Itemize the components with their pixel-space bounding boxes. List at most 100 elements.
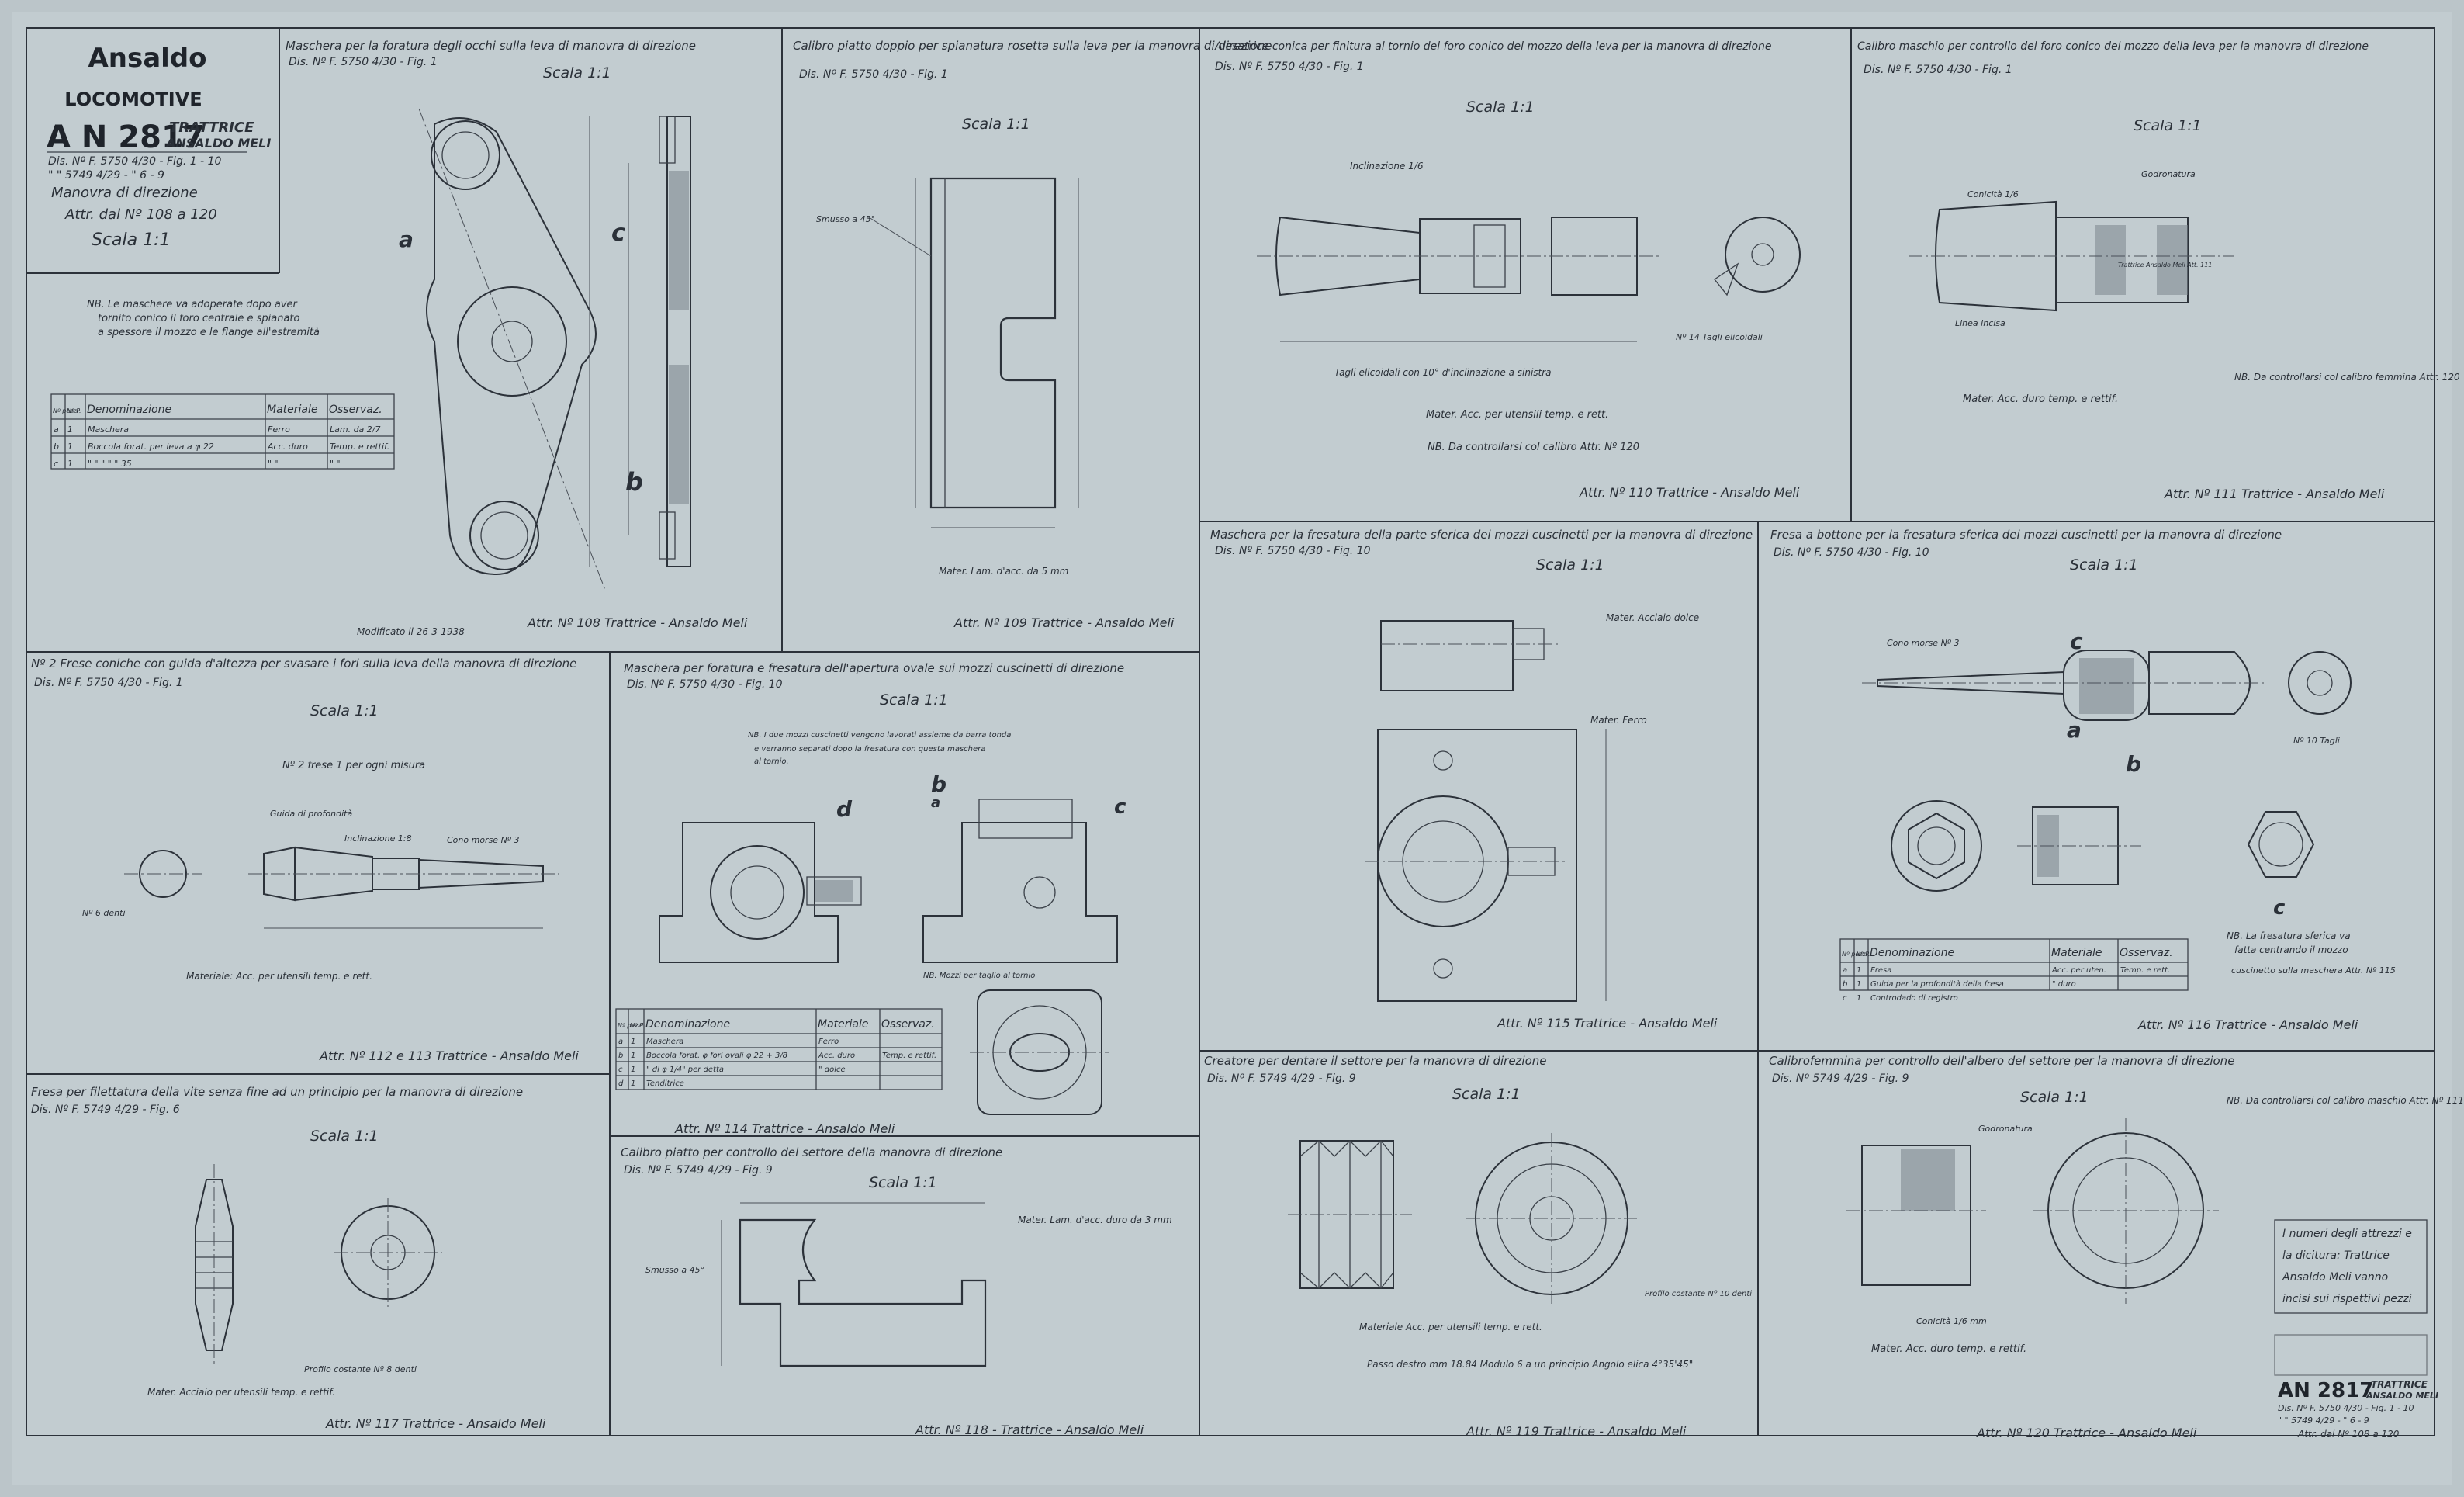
callout-b-108: b	[625, 467, 643, 497]
table-cell: 1	[631, 1052, 635, 1060]
panel-118-material: Mater. Lam. d'acc. duro da 3 mm	[1018, 1215, 1172, 1225]
panel-118-scale: Scala 1:1	[869, 1174, 937, 1191]
table-cell: Guida per la profondità della fresa	[1870, 979, 2004, 989]
panel-111-line: Linea incisa	[1955, 318, 2005, 328]
panel-114-scale: Scala 1:1	[880, 691, 948, 709]
bottom-note-line4: incisi sui rispettivi pezzi	[2282, 1293, 2412, 1305]
drawing-ref2: " " 5749 4/29 - " 6 - 9	[48, 169, 164, 182]
panel-114-label: Attr. Nº 114 Trattrice - Ansaldo Meli	[674, 1121, 895, 1136]
callout-b-116: b	[2126, 751, 2141, 777]
table-cell: 1	[67, 459, 73, 469]
table-header: Denominazione	[645, 1018, 730, 1031]
table-cell: " " " " " 35	[88, 459, 132, 469]
table-cell: Boccola forat. per leva a φ 22	[88, 442, 214, 452]
panel-110-ref: Dis. Nº F. 5750 4/30 - Fig. 1	[1215, 61, 1364, 73]
panel-111-taper: Conicità 1/6	[1967, 189, 2019, 199]
panel-120-knurl: Godronatura	[1978, 1124, 2033, 1134]
table-cell: Lam. da 2/7	[330, 424, 381, 435]
panel-110-spiral: Tagli elicoidali con 10° d'inclinazione …	[1334, 367, 1552, 378]
panel-118-label: Attr. Nº 118 - Trattrice - Ansaldo Meli	[915, 1422, 1144, 1437]
panel-118-title: Calibro piatto per controllo del settore…	[621, 1145, 1002, 1159]
table-header: Nº pezzi	[1842, 951, 1868, 958]
table-header: Denominazione	[1870, 947, 1954, 959]
panel-109-scale: Scala 1:1	[962, 116, 1030, 133]
table-cell: Controdado di registro	[1870, 994, 1958, 1003]
table-header: Materiale	[2051, 947, 2102, 959]
bottom-an-number: AN 2817	[2278, 1379, 2373, 1402]
callout-c-114: c	[1114, 795, 1126, 819]
panel-120-label: Attr. Nº 120 Trattrice - Ansaldo Meli	[1976, 1426, 2197, 1440]
table-cell: Ferro	[818, 1038, 839, 1046]
panel-111-knurl: Godronatura	[2141, 169, 2196, 179]
table-cell: Fresa	[1870, 966, 1891, 975]
panel-110: Alesatrice conica per finitura al tornio…	[1214, 40, 1801, 500]
panel-112-label: Attr. Nº 112 e 113 Trattrice - Ansaldo M…	[319, 1048, 579, 1063]
an-number: A N 2817	[47, 120, 205, 155]
table-header: Materiale	[267, 404, 318, 416]
table-cell: a	[618, 1038, 623, 1046]
panel-109-ref: Dis. Nº F. 5750 4/30 - Fig. 1	[799, 68, 948, 81]
panel-115-mat1: Mater. Acciaio dolce	[1606, 612, 1699, 623]
table-cell: Acc. duro	[818, 1052, 855, 1060]
bottom-ref1: Dis. Nº F. 5750 4/30 - Fig. 1 - 10	[2278, 1403, 2414, 1413]
panel-116: Fresa a bottone per la fresatura sferica…	[1770, 528, 2396, 1032]
bottom-title: AN 2817 TRATTRICE ANSALDO MELI Dis. Nº F…	[2274, 1334, 2438, 1440]
panel-115-title: Maschera per la fresatura della parte sf…	[1210, 528, 1753, 542]
table-cell: c	[618, 1066, 623, 1074]
panel-108-modified: Modificato il 26-3-1938	[357, 626, 465, 637]
panel-115-mat2: Mater. Ferro	[1590, 715, 1647, 726]
callout-c-116: c	[2070, 629, 2083, 654]
panel-120-ref: Dis. Nº 5749 4/29 - Fig. 9	[1772, 1073, 1909, 1085]
table-header: Nº pezzi	[53, 407, 79, 414]
panel-119-material: Materiale Acc. per utensili temp. e rett…	[1359, 1322, 1542, 1332]
bottom-note-line3: Ansaldo Meli vanno	[2282, 1271, 2388, 1284]
note-top-left: NB. Le maschere va adoperate dopo aver t…	[87, 299, 320, 338]
panel-117-title: Fresa per filettatura della vite senza f…	[31, 1085, 523, 1099]
table-header: Osservaz.	[329, 404, 382, 416]
table-header: Nº P.	[1856, 951, 1870, 958]
table-cell: Temp. e rettif.	[330, 442, 389, 452]
table-cell: 1	[1857, 980, 1861, 989]
table-cell: Ferro	[268, 424, 290, 435]
panel-114-title: Maschera per foratura e fresatura dell'a…	[624, 661, 1124, 675]
bottom-note-line2: la dicitura: Trattrice	[2282, 1249, 2390, 1262]
panel-119-profile: Profilo costante Nº 10 denti	[1645, 1290, 1752, 1298]
panel-108-label: Attr. Nº 108 Trattrice - Ansaldo Meli	[527, 615, 748, 630]
panel-112-subtitle: Nº 2 frese 1 per ogni misura	[282, 760, 425, 771]
table-cell: c	[1843, 994, 1847, 1003]
table-cell: a	[54, 424, 59, 435]
panel-116-note3: cuscinetto sulla maschera Attr. Nº 115	[2231, 965, 2396, 975]
table-header: Osservaz.	[2120, 947, 2173, 959]
product-name: LOCOMOTIVE	[64, 88, 202, 110]
table-cell: 1	[631, 1066, 635, 1074]
table-cell: 1	[631, 1038, 635, 1046]
panel-115-scale: Scala 1:1	[1536, 556, 1604, 574]
drawing-ref1: Dis. Nº F. 5750 4/30 - Fig. 1 - 10	[48, 155, 221, 168]
panel-117-ref: Dis. Nº F. 5749 4/29 - Fig. 6	[31, 1104, 180, 1116]
note-line1: NB. Le maschere va adoperate dopo aver	[87, 299, 298, 310]
panel-109-title: Calibro piatto doppio per spianatura ros…	[793, 39, 1272, 53]
panel-110-material: Mater. Acc. per utensili temp. e rett.	[1426, 409, 1608, 421]
panel-114-note1: NB. I due mozzi cuscinetti vengono lavor…	[748, 731, 1011, 740]
title-scale: Scala 1:1	[92, 230, 171, 250]
panel-114: Maschera per foratura e fresatura dell'a…	[615, 661, 1126, 1136]
table-cell: Boccola forat. φ fori ovali φ 22 + 3/8	[646, 1052, 787, 1060]
panel-111-note: NB. Da controllarsi col calibro femmina …	[2234, 372, 2460, 383]
panel-117: Fresa per filettatura della vite senza f…	[31, 1085, 546, 1431]
table-header: Nº P.	[67, 407, 81, 414]
panel-119-pitch: Passo destro mm 18.84 Modulo 6 a un prin…	[1367, 1359, 1693, 1370]
panel-112-title: Nº 2 Frese coniche con guida d'altezza p…	[31, 657, 576, 671]
panel-109: Calibro piatto doppio per spianatura ros…	[793, 39, 1272, 630]
panel-115: Maschera per la fresatura della parte sf…	[1210, 528, 1753, 1031]
panel-108-ref: Dis. Nº F. 5750 4/30 - Fig. 1	[289, 56, 438, 68]
panel-111: Calibro maschio per controllo del foro c…	[1857, 40, 2460, 501]
table-header: Denominazione	[87, 404, 171, 416]
panel-116-title: Fresa a bottone per la fresatura sferica…	[1770, 528, 2282, 542]
panel-110-scale: Scala 1:1	[1466, 99, 1535, 116]
panel-112: Nº 2 Frese coniche con guida d'altezza p…	[31, 657, 579, 1063]
panel-112-angle: Inclinazione 1:8	[344, 833, 412, 844]
